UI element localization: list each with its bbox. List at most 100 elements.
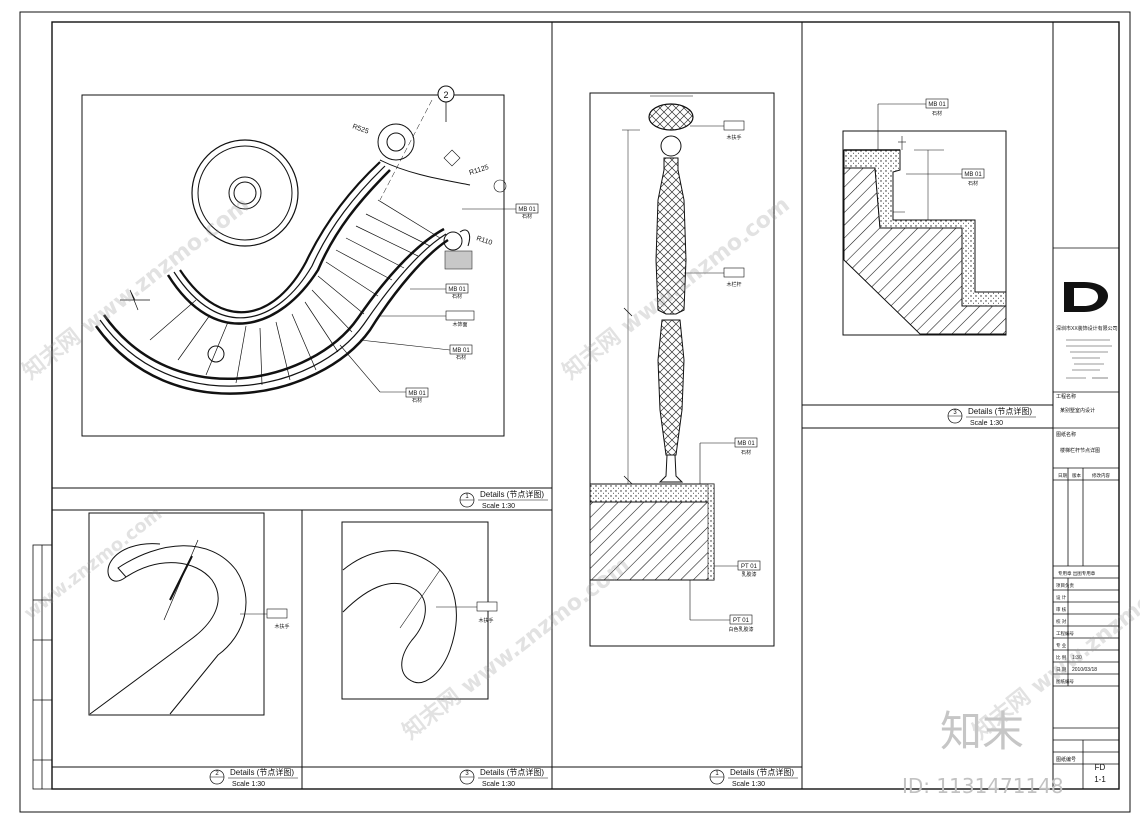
tag-material: 木扶手 bbox=[726, 134, 741, 141]
detail-number: 3 bbox=[953, 410, 957, 416]
drawing-name: 楼梯栏杆节点详图 bbox=[1060, 447, 1100, 454]
tag-code: PT 01 bbox=[733, 618, 750, 624]
tag-material: 木扶手 bbox=[478, 617, 493, 624]
watermark-logo: 知末 bbox=[940, 707, 1024, 756]
title-block bbox=[1053, 247, 1119, 789]
shaded-block bbox=[444, 250, 473, 270]
watermark-url: www.znzmo.com bbox=[616, 192, 794, 339]
tag-material: 白色乳胶漆 bbox=[728, 626, 753, 633]
watermark-brand: 知末网 bbox=[398, 684, 466, 745]
tag-material: 石材 bbox=[741, 449, 751, 456]
detail-number: 1 bbox=[465, 494, 469, 500]
binding-strip bbox=[32, 544, 53, 790]
material-tag: MB 01 石材 bbox=[359, 339, 473, 361]
section-marker: 2 bbox=[379, 85, 455, 201]
newel-circle bbox=[207, 345, 225, 363]
handrail-volute bbox=[377, 123, 471, 251]
handrail-curve-detail-b: 木扶手 bbox=[341, 521, 498, 700]
tag-code: PT 01 bbox=[741, 564, 758, 570]
rev-header: 日期 bbox=[1058, 473, 1067, 479]
material-tag: 木饰面 bbox=[380, 310, 475, 328]
company-address-lines bbox=[1066, 339, 1112, 379]
watermark-brand: 知末网 bbox=[558, 324, 626, 385]
detail-title-text: Details (节点详图) bbox=[480, 767, 544, 777]
stair-outline bbox=[94, 161, 449, 395]
material-tag: MB 01 石材 bbox=[339, 344, 429, 404]
project-label: 工程名称 bbox=[1056, 393, 1076, 400]
drawing-label: 图纸名称 bbox=[1056, 431, 1076, 438]
detail-scale: Scale 1:30 bbox=[732, 781, 765, 788]
tag-material: 木扶手 bbox=[274, 623, 289, 630]
tag-code: MB 01 bbox=[518, 207, 536, 213]
detail-title-text: Details (节点详图) bbox=[968, 406, 1032, 416]
row-label: 校 对 bbox=[1056, 618, 1067, 625]
section-marker-number: 2 bbox=[443, 90, 448, 100]
detail-number: 2 bbox=[215, 771, 219, 777]
material-tag: MB 01 石材 bbox=[877, 98, 949, 150]
row-label: 审 核 bbox=[1056, 606, 1067, 613]
detail-title: 2 Details (节点详图) Scale 1:30 bbox=[52, 766, 302, 788]
tag-code: MB 01 bbox=[408, 391, 426, 397]
tag-material: 石材 bbox=[456, 354, 466, 361]
watermark-id: ID: 1131471148 bbox=[902, 774, 1064, 798]
dim-radius-1: R525 bbox=[351, 123, 369, 135]
dim-radius-2: R1125 bbox=[468, 164, 489, 177]
stair-plan-detail: 2 R525 R1125 R110 MB 01 石材 MB 01 石材 木饰面 bbox=[81, 85, 539, 437]
detail-title: 3 Details (节点详图) Scale 1:30 bbox=[302, 766, 552, 788]
tag-code: MB 01 bbox=[452, 348, 470, 354]
material-tag: MB 01 石材 bbox=[906, 168, 985, 187]
svg-text:知末网 www.znzmo.com: 知末网 www.znzmo.com bbox=[18, 192, 255, 385]
sheet-border bbox=[19, 11, 1131, 813]
tag-material: 木栏杆 bbox=[726, 281, 741, 288]
svg-text:知末网 www.znzmo.com: 知末网 www.znzmo.com bbox=[398, 552, 635, 745]
detail-number: 1 bbox=[715, 771, 719, 777]
tag-material: 石材 bbox=[452, 293, 462, 300]
material-tag: 木栏杆 bbox=[684, 267, 745, 288]
row-label: 图纸编号 bbox=[1056, 678, 1074, 685]
detail-title-text: Details (节点详图) bbox=[230, 767, 294, 777]
material-tag: PT 01 白色乳胶漆 bbox=[689, 580, 754, 633]
tag-code: MB 01 bbox=[737, 441, 755, 447]
seal-label: 专用章 出图专用章 bbox=[1058, 570, 1096, 577]
project-name: 某别墅室内设计 bbox=[1060, 407, 1095, 414]
row-label: 设 计 bbox=[1056, 594, 1067, 601]
company-logo bbox=[1064, 282, 1108, 312]
column-circle bbox=[191, 139, 299, 247]
detail-scale: Scale 1:30 bbox=[970, 420, 1003, 427]
tag-material: 石材 bbox=[932, 110, 942, 117]
detail-scale: Scale 1:30 bbox=[232, 781, 265, 788]
tag-material: 木饰面 bbox=[452, 321, 467, 328]
sheet-code: FD bbox=[1095, 763, 1106, 772]
material-tag: 木扶手 bbox=[690, 120, 745, 141]
handrail-curve-detail-a: 木扶手 bbox=[88, 512, 290, 716]
row-label: 项目负责 bbox=[1056, 582, 1074, 589]
tag-material: 石材 bbox=[412, 397, 422, 404]
company-name: 深圳市XX装饰设计有限公司 bbox=[1056, 325, 1118, 332]
material-tag: MB 01 石材 bbox=[410, 283, 469, 300]
material-tag: MB 01 石材 bbox=[462, 203, 539, 220]
sheet-number: 1-1 bbox=[1094, 775, 1106, 784]
tag-material: 乳胶漆 bbox=[741, 571, 756, 578]
scale-value: 1:30 bbox=[1072, 655, 1082, 661]
row-label: 专 业 bbox=[1056, 642, 1067, 649]
row-label: 比 例 bbox=[1056, 654, 1067, 661]
detail-title-text: Details (节点详图) bbox=[480, 489, 544, 499]
watermark-url: www.znzmo.com bbox=[456, 552, 634, 699]
detail-title: 1 Details (节点详图) Scale 1:30 bbox=[552, 766, 802, 788]
watermark-url: www.znzmo.com bbox=[76, 192, 254, 339]
row-label: 日 期 bbox=[1056, 667, 1067, 673]
title-rows: 项目负责 设 计 审 核 校 对 工程编号 专 业 比 例 日 期 图纸编号 2… bbox=[1056, 582, 1097, 685]
tag-material: 石材 bbox=[522, 213, 532, 220]
rev-header: 版本 bbox=[1072, 472, 1081, 479]
tag-code: MB 01 bbox=[448, 287, 466, 293]
rev-header: 修改内容 bbox=[1092, 472, 1110, 479]
detail-scale: Scale 1:30 bbox=[482, 781, 515, 788]
tag-code: MB 01 bbox=[928, 102, 946, 108]
material-tag: PT 01 乳胶漆 bbox=[714, 560, 761, 578]
material-tag: MB 01 石材 bbox=[699, 437, 758, 484]
detail-title: 3 Details (节点详图) Scale 1:30 bbox=[802, 404, 1053, 427]
dim-radius-3: R110 bbox=[475, 235, 493, 247]
detail-scale: Scale 1:30 bbox=[482, 503, 515, 510]
break-line bbox=[120, 289, 150, 311]
